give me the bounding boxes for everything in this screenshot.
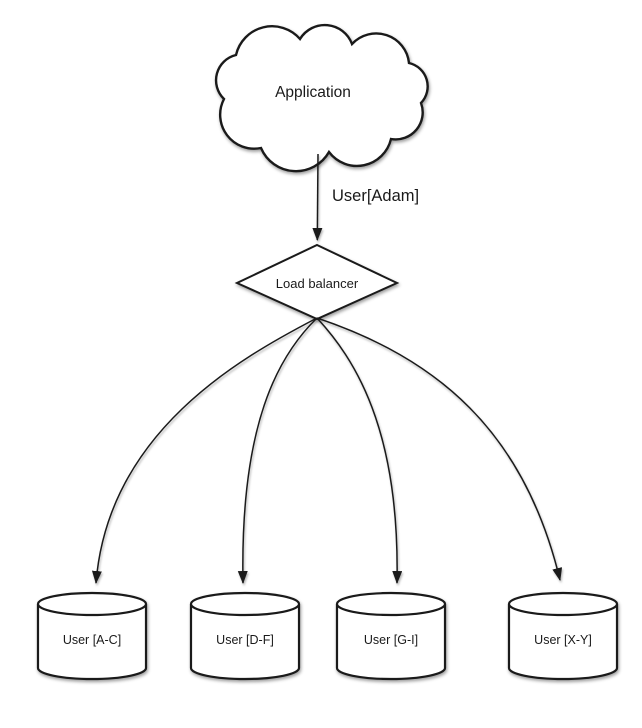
edge-loadbalancer-to-shard-2 [237, 317, 318, 584]
edges-group [91, 153, 563, 584]
shard-cylinder-1 [36, 591, 148, 681]
shard-cylinder-3 [335, 591, 447, 681]
cylinder-body [507, 604, 619, 681]
edge-loadbalancer-to-shard-4 [316, 317, 563, 581]
cylinder-top [36, 591, 148, 617]
application-cloud-node [214, 23, 429, 173]
shard-cylinder-4 [507, 591, 619, 681]
cloud-shape [214, 23, 429, 173]
shard-4-label: User [X-Y] [534, 633, 592, 647]
shard-3-label: User [G-I] [364, 633, 418, 647]
cylinder-body [189, 604, 301, 681]
shard-cylinder-2 [189, 591, 301, 681]
application-label: Application [275, 84, 351, 101]
shard-1-label: User [A-C] [63, 633, 121, 647]
cylinder-body [36, 604, 148, 681]
cylinder-top [507, 591, 619, 617]
shard-2-label: User [D-F] [216, 633, 274, 647]
load-balancer-label: Load balancer [276, 276, 359, 291]
edge-loadbalancer-to-shard-3 [316, 317, 403, 584]
cylinder-top [335, 591, 447, 617]
edge-loadbalancer-to-shard-1 [91, 317, 318, 584]
edge-app-to-loadbalancer [312, 153, 323, 241]
edge-user-adam-label: User[Adam] [332, 187, 419, 205]
cylinder-body [335, 604, 447, 681]
cylinder-top [189, 591, 301, 617]
